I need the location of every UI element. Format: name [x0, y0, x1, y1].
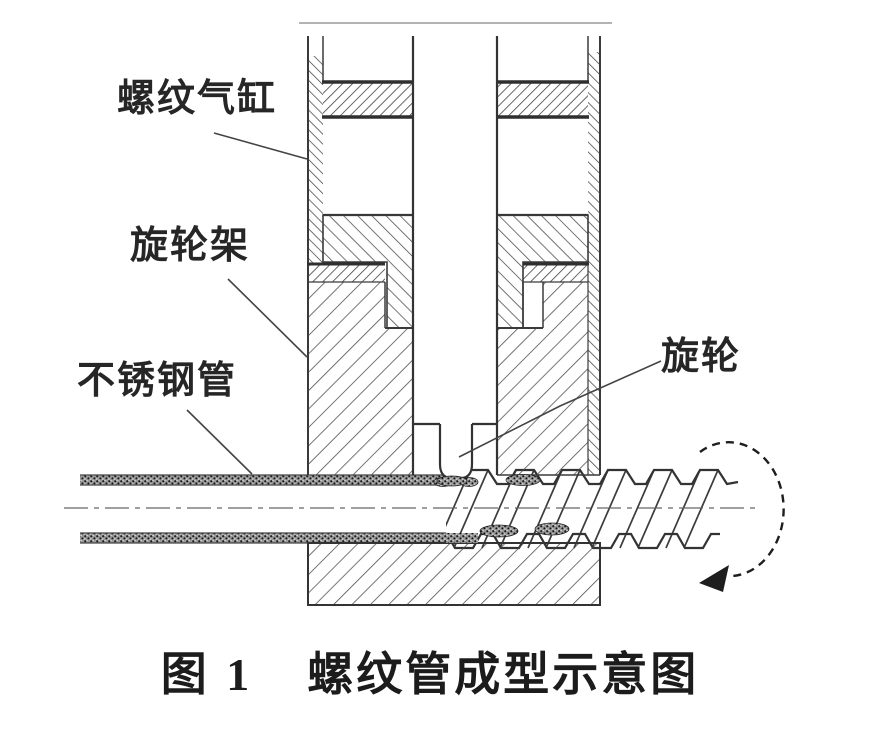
wheel-frame-section: [307, 262, 601, 606]
figure-caption-number: 图 1: [160, 649, 254, 700]
label-thread-cylinder: 螺纹气缸: [117, 78, 278, 120]
rotation-arrow: [699, 441, 785, 592]
leader-thread-cylinder: [213, 132, 308, 160]
thread-forming-bumps: [436, 474, 570, 543]
frame-lower-block: [307, 542, 601, 606]
thread-cylinder-section: [307, 36, 601, 329]
figure-caption: 图 1 螺纹管成型示意图: [90, 649, 770, 701]
leader-stainless-tube: [186, 409, 253, 475]
leader-wheel-frame: [227, 278, 308, 358]
label-wheel-frame: 旋轮架: [130, 225, 251, 267]
figure-caption-title: 螺纹管成型示意图: [307, 649, 700, 700]
leader-lines: [186, 132, 662, 475]
stainless-tube: [80, 474, 462, 544]
piston-rod: [411, 36, 499, 475]
label-spinning-wheel: 旋轮: [661, 336, 742, 378]
label-stainless-tube: 不锈钢管: [77, 360, 238, 402]
leader-spinning-wheel: [458, 360, 662, 458]
rotation-arrowhead: [699, 565, 729, 592]
